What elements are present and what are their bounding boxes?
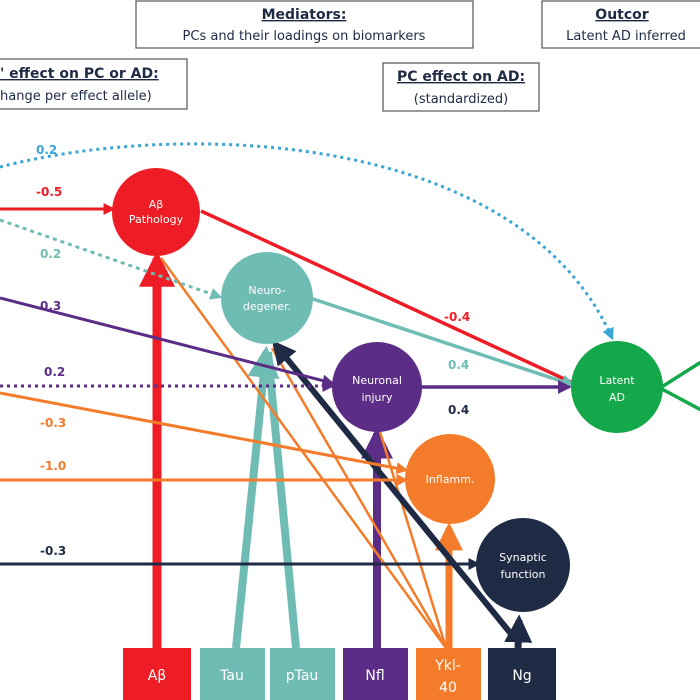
node-synaptic-line2: function [501, 568, 546, 581]
node-neuronal-line1: Neuronal [352, 374, 402, 387]
edge-labels: 0.2 -0.5 0.2 0.3 0.2 -0.3 -1.0 -0.3 -0.4… [36, 143, 470, 558]
node-neuro-line2: degener. [243, 300, 291, 313]
edge-label-neuro-latent: 0.4 [448, 358, 469, 372]
biomarker-ng-label: Ng [512, 668, 531, 684]
node-neuro-line1: Neuro- [248, 284, 285, 297]
pc-to-ad-edges [200, 209, 700, 412]
node-neuronal-injury: Neuronal injury [332, 342, 422, 432]
node-abeta-pathology: Aβ Pathology [112, 168, 200, 256]
node-abeta-line2: Pathology [129, 213, 184, 226]
edge-label-snp-neuronal-solid: 0.3 [40, 299, 61, 313]
edge-label-snp-neuro: 0.2 [40, 247, 61, 261]
edge-label-abeta-latent: -0.4 [444, 310, 470, 324]
snp-edges [0, 142, 614, 570]
biomarker-box-abeta: Aβ [123, 648, 191, 700]
node-inflammation: Inflamm. [405, 434, 495, 524]
edge-label-snp-latent: 0.2 [36, 143, 57, 157]
edge-label-snp-abeta: -0.5 [36, 185, 62, 199]
biomarker-box-ptau: pTau [270, 648, 335, 700]
header-outcome-title: Outcor [595, 7, 648, 23]
edge-label-neuronal-latent: 0.4 [448, 403, 469, 417]
biomarker-abeta-label: Aβ [148, 668, 167, 684]
edge-label-snp-inflamm-a: -0.3 [40, 416, 66, 430]
node-neuronal-line2: injury [361, 391, 393, 404]
edge-label-snp-inflamm-b: -1.0 [40, 459, 66, 473]
biomarker-ptau-label: pTau [286, 668, 319, 684]
header-mediators-subtitle: PCs and their loadings on biomarkers [183, 29, 426, 44]
node-abeta-line1: Aβ [149, 198, 164, 211]
header-mediators: Mediators: PCs and their loadings on bio… [135, 0, 474, 49]
node-inflamm-line1: Inflamm. [426, 473, 475, 486]
biomarker-ykl-line1: Ykl- [434, 658, 461, 674]
node-latent-ad: Latent AD [571, 341, 663, 433]
biomarker-tau-label: Tau [219, 668, 244, 684]
header-snp-effect-title: ' effect on PC or AD: [0, 66, 159, 82]
biomarker-box-ng: Ng [488, 648, 556, 700]
header-outcome-subtitle: Latent AD inferred [566, 29, 686, 44]
header-outcome: Outcor Latent AD inferred [541, 0, 700, 49]
node-synaptic-line1: Synaptic [499, 551, 547, 564]
biomarker-box-nfl: Nfl [343, 648, 408, 700]
node-synaptic-function: Synaptic function [476, 518, 570, 612]
biomarker-loading-arrows [139, 250, 533, 649]
biomarker-box-ykl40: Ykl- 40 [416, 648, 481, 700]
node-latent-line2: AD [609, 391, 625, 404]
header-pc-effect-subtitle: (standardized) [414, 92, 509, 107]
header-mediators-title: Mediators: [262, 7, 347, 23]
node-neurodegeneration: Neuro- degener. [221, 252, 313, 344]
header-snp-effect: ' effect on PC or AD: hange per effect a… [0, 58, 188, 110]
biomarker-ykl-line2: 40 [439, 680, 457, 696]
biomarker-nfl-label: Nfl [365, 668, 384, 684]
header-pc-effect-title: PC effect on AD: [397, 69, 525, 85]
edge-label-snp-neuronal-dotted: 0.2 [44, 365, 65, 379]
header-pc-effect: PC effect on AD: (standardized) [382, 62, 540, 112]
edge-label-snp-synaptic: -0.3 [40, 544, 66, 558]
header-snp-effect-subtitle: hange per effect allele) [0, 89, 152, 104]
biomarker-box-tau: Tau [200, 648, 265, 700]
node-latent-line1: Latent [599, 374, 635, 387]
